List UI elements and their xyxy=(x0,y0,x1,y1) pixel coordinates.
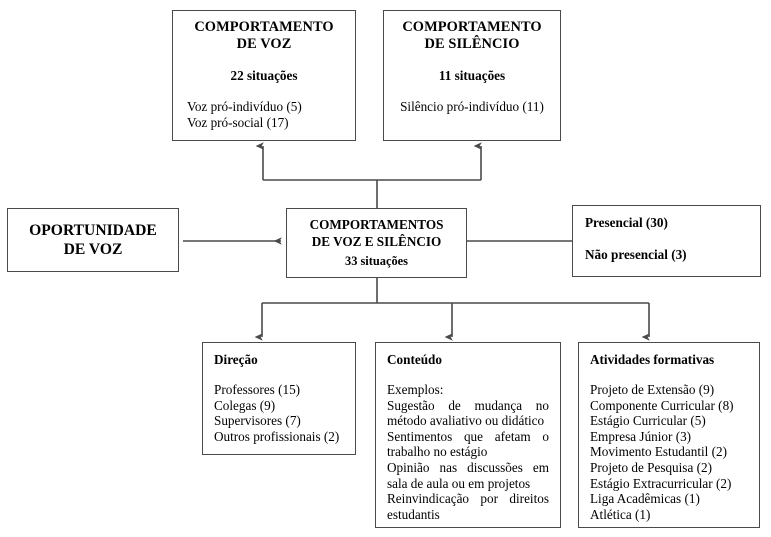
box-modalidade: Presencial (30) Não presencial (3) xyxy=(572,205,761,277)
box-voz-title-line2: DE VOZ xyxy=(236,36,292,52)
list-item: Voz pró-social (17) xyxy=(187,114,289,130)
list-item: Sugestão de mudança no método avaliativo… xyxy=(387,397,549,429)
list-item: Voz pró-indivíduo (5) xyxy=(187,99,302,114)
list-item: Empresa Júnior (3) xyxy=(590,428,692,444)
list-item: Professores (15) xyxy=(214,382,301,397)
box-comportamento-de-silencio: COMPORTAMENTO DE SILÊNCIO 11 situações S… xyxy=(383,10,561,141)
list-item: Projeto de Pesquisa (2) xyxy=(590,459,712,475)
list-item: Sentimentos que afetam o trabalho no est… xyxy=(387,428,549,460)
box-voz-count: 22 situações xyxy=(230,68,298,83)
box-conteudo: Conteúdo Exemplos: Sugestão de mudança n… xyxy=(375,342,561,528)
box-atividades-title: Atividades formativas xyxy=(590,352,715,367)
box-direcao: Direção Professores (15) Colegas (9) Sup… xyxy=(202,342,356,455)
box-atividades-items: Projeto de Extensão (9) Componente Curri… xyxy=(590,382,759,522)
box-oportunidade-de-voz: OPORTUNIDADE DE VOZ xyxy=(7,208,179,272)
box-central-title-line2: DE VOZ E SILÊNCIO xyxy=(311,233,442,249)
list-item: Estágio Extracurricular (2) xyxy=(590,475,732,491)
box-conteudo-title: Conteúdo xyxy=(387,352,442,367)
box-comportamentos-de-voz-e-silencio: COMPORTAMENTOS DE VOZ E SILÊNCIO 33 situ… xyxy=(286,208,467,278)
list-item: Silêncio pró-indivíduo (11) xyxy=(400,99,544,114)
box-silencio-count: 11 situações xyxy=(438,68,506,83)
box-conteudo-items: Exemplos: Sugestão de mudança no método … xyxy=(387,382,549,522)
box-voz-title: COMPORTAMENTO DE VOZ xyxy=(183,19,345,53)
modalidade-presencial: Presencial (30) xyxy=(585,215,668,230)
box-oportunidade-title-line1: OPORTUNIDADE xyxy=(29,222,157,239)
box-direcao-title: Direção xyxy=(214,352,258,367)
box-silencio-items: Silêncio pró-indivíduo (11) xyxy=(394,99,550,115)
list-item: Estágio Curricular (5) xyxy=(590,413,706,429)
list-item: Reinvindicação por direitos estudantis xyxy=(387,491,549,522)
list-item: Opinião nas discussões em sala de aula o… xyxy=(387,459,549,491)
box-silencio-title: COMPORTAMENTO DE SILÊNCIO xyxy=(394,19,550,53)
box-comportamento-de-voz: COMPORTAMENTO DE VOZ 22 situações Voz pr… xyxy=(172,10,356,141)
list-item: Liga Acadêmicas (1) xyxy=(590,491,700,507)
box-oportunidade-title-line2: DE VOZ xyxy=(63,241,123,258)
modalidade-nao-presencial: Não presencial (3) xyxy=(585,247,687,262)
list-item: Outros profissionais (2) xyxy=(214,428,340,444)
list-item: Supervisores (7) xyxy=(214,413,301,429)
box-direcao-items: Professores (15) Colegas (9) Supervisore… xyxy=(214,382,355,444)
list-item: Projeto de Extensão (9) xyxy=(590,382,715,397)
box-silencio-title-line2: DE SILÊNCIO xyxy=(424,36,520,52)
box-central-count: 33 situações xyxy=(345,254,408,268)
box-voz-items: Voz pró-indivíduo (5) Voz pró-social (17… xyxy=(183,99,345,130)
list-item: Colegas (9) xyxy=(214,397,276,413)
box-central-title-line1: COMPORTAMENTOS xyxy=(309,217,444,232)
list-item: Componente Curricular (8) xyxy=(590,397,734,413)
box-oportunidade-title: OPORTUNIDADE DE VOZ xyxy=(29,221,157,259)
box-silencio-title-line1: COMPORTAMENTO xyxy=(402,19,542,35)
box-voz-title-line1: COMPORTAMENTO xyxy=(194,19,334,35)
conteudo-intro: Exemplos: xyxy=(387,382,444,397)
box-atividades-formativas: Atividades formativas Projeto de Extensã… xyxy=(578,342,760,528)
list-item: Movimento Estudantil (2) xyxy=(590,444,727,460)
list-item: Atlética (1) xyxy=(590,506,651,522)
